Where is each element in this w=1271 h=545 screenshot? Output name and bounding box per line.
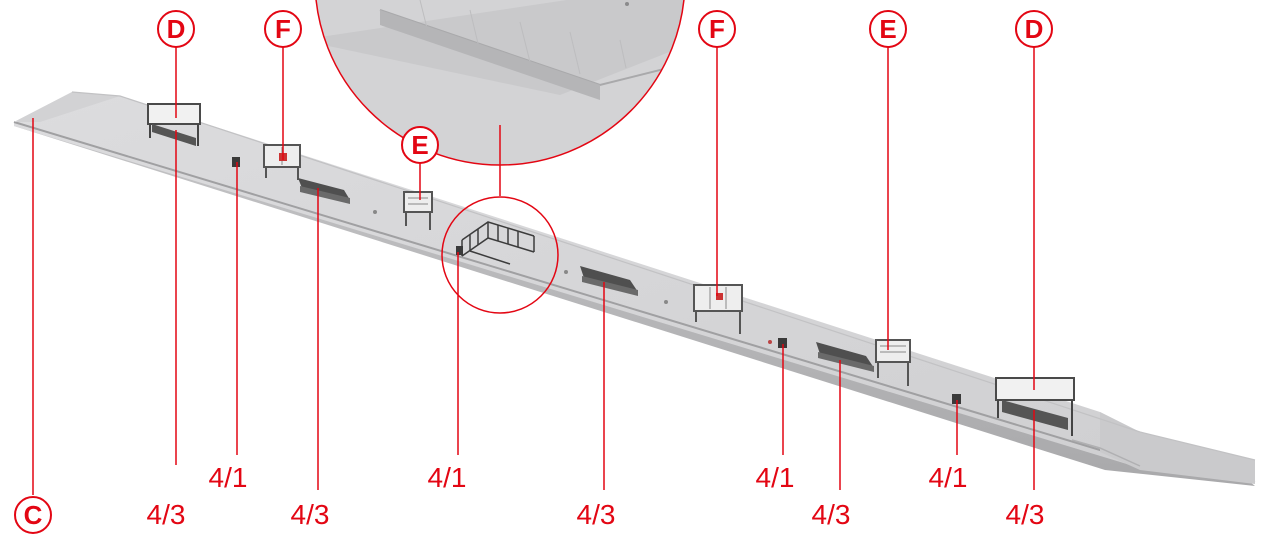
sign-board-icon	[693, 284, 743, 334]
part-number-label: 4/1	[209, 462, 248, 493]
part-number-label: 4/3	[147, 499, 186, 530]
callout-e-left: E	[401, 126, 439, 164]
svg-text:C: C	[24, 500, 43, 530]
railing-icon	[461, 221, 535, 265]
part-number-label: 4/3	[1006, 499, 1045, 530]
waste-bin-icon	[952, 394, 961, 404]
shelter-bench-icon	[147, 103, 201, 146]
part-number-label: 4/1	[756, 462, 795, 493]
waste-bin-icon	[456, 246, 463, 255]
bench-icon	[298, 178, 350, 204]
ramp	[1100, 412, 1255, 484]
svg-text:E: E	[411, 130, 428, 160]
part-number-label: 4/3	[812, 499, 851, 530]
callout-d-left: D	[157, 10, 195, 48]
part-number-label: 4/1	[929, 462, 968, 493]
waste-bin-icon	[232, 157, 240, 167]
part-number-label: 4/3	[291, 499, 330, 530]
bench-icon	[816, 342, 874, 372]
shelter-bench-icon	[995, 377, 1075, 436]
svg-text:F: F	[275, 14, 291, 44]
callout-e-right: E	[869, 10, 907, 48]
svg-text:D: D	[1025, 14, 1044, 44]
svg-text:D: D	[167, 14, 186, 44]
sign-board-icon	[403, 191, 433, 230]
part-number-label: 4/3	[577, 499, 616, 530]
leader-lines	[32, 47, 1035, 495]
svg-text:F: F	[709, 14, 725, 44]
sign-board-icon	[875, 339, 911, 386]
callout-f-right: F	[698, 10, 736, 48]
part-number-label: 4/1	[428, 462, 467, 493]
callout-c: C	[14, 496, 52, 534]
svg-text:E: E	[879, 14, 896, 44]
callout-f-left: F	[264, 10, 302, 48]
callout-d-right: D	[1015, 10, 1053, 48]
bench-icon	[580, 266, 638, 296]
waste-bin-icon	[778, 338, 787, 348]
